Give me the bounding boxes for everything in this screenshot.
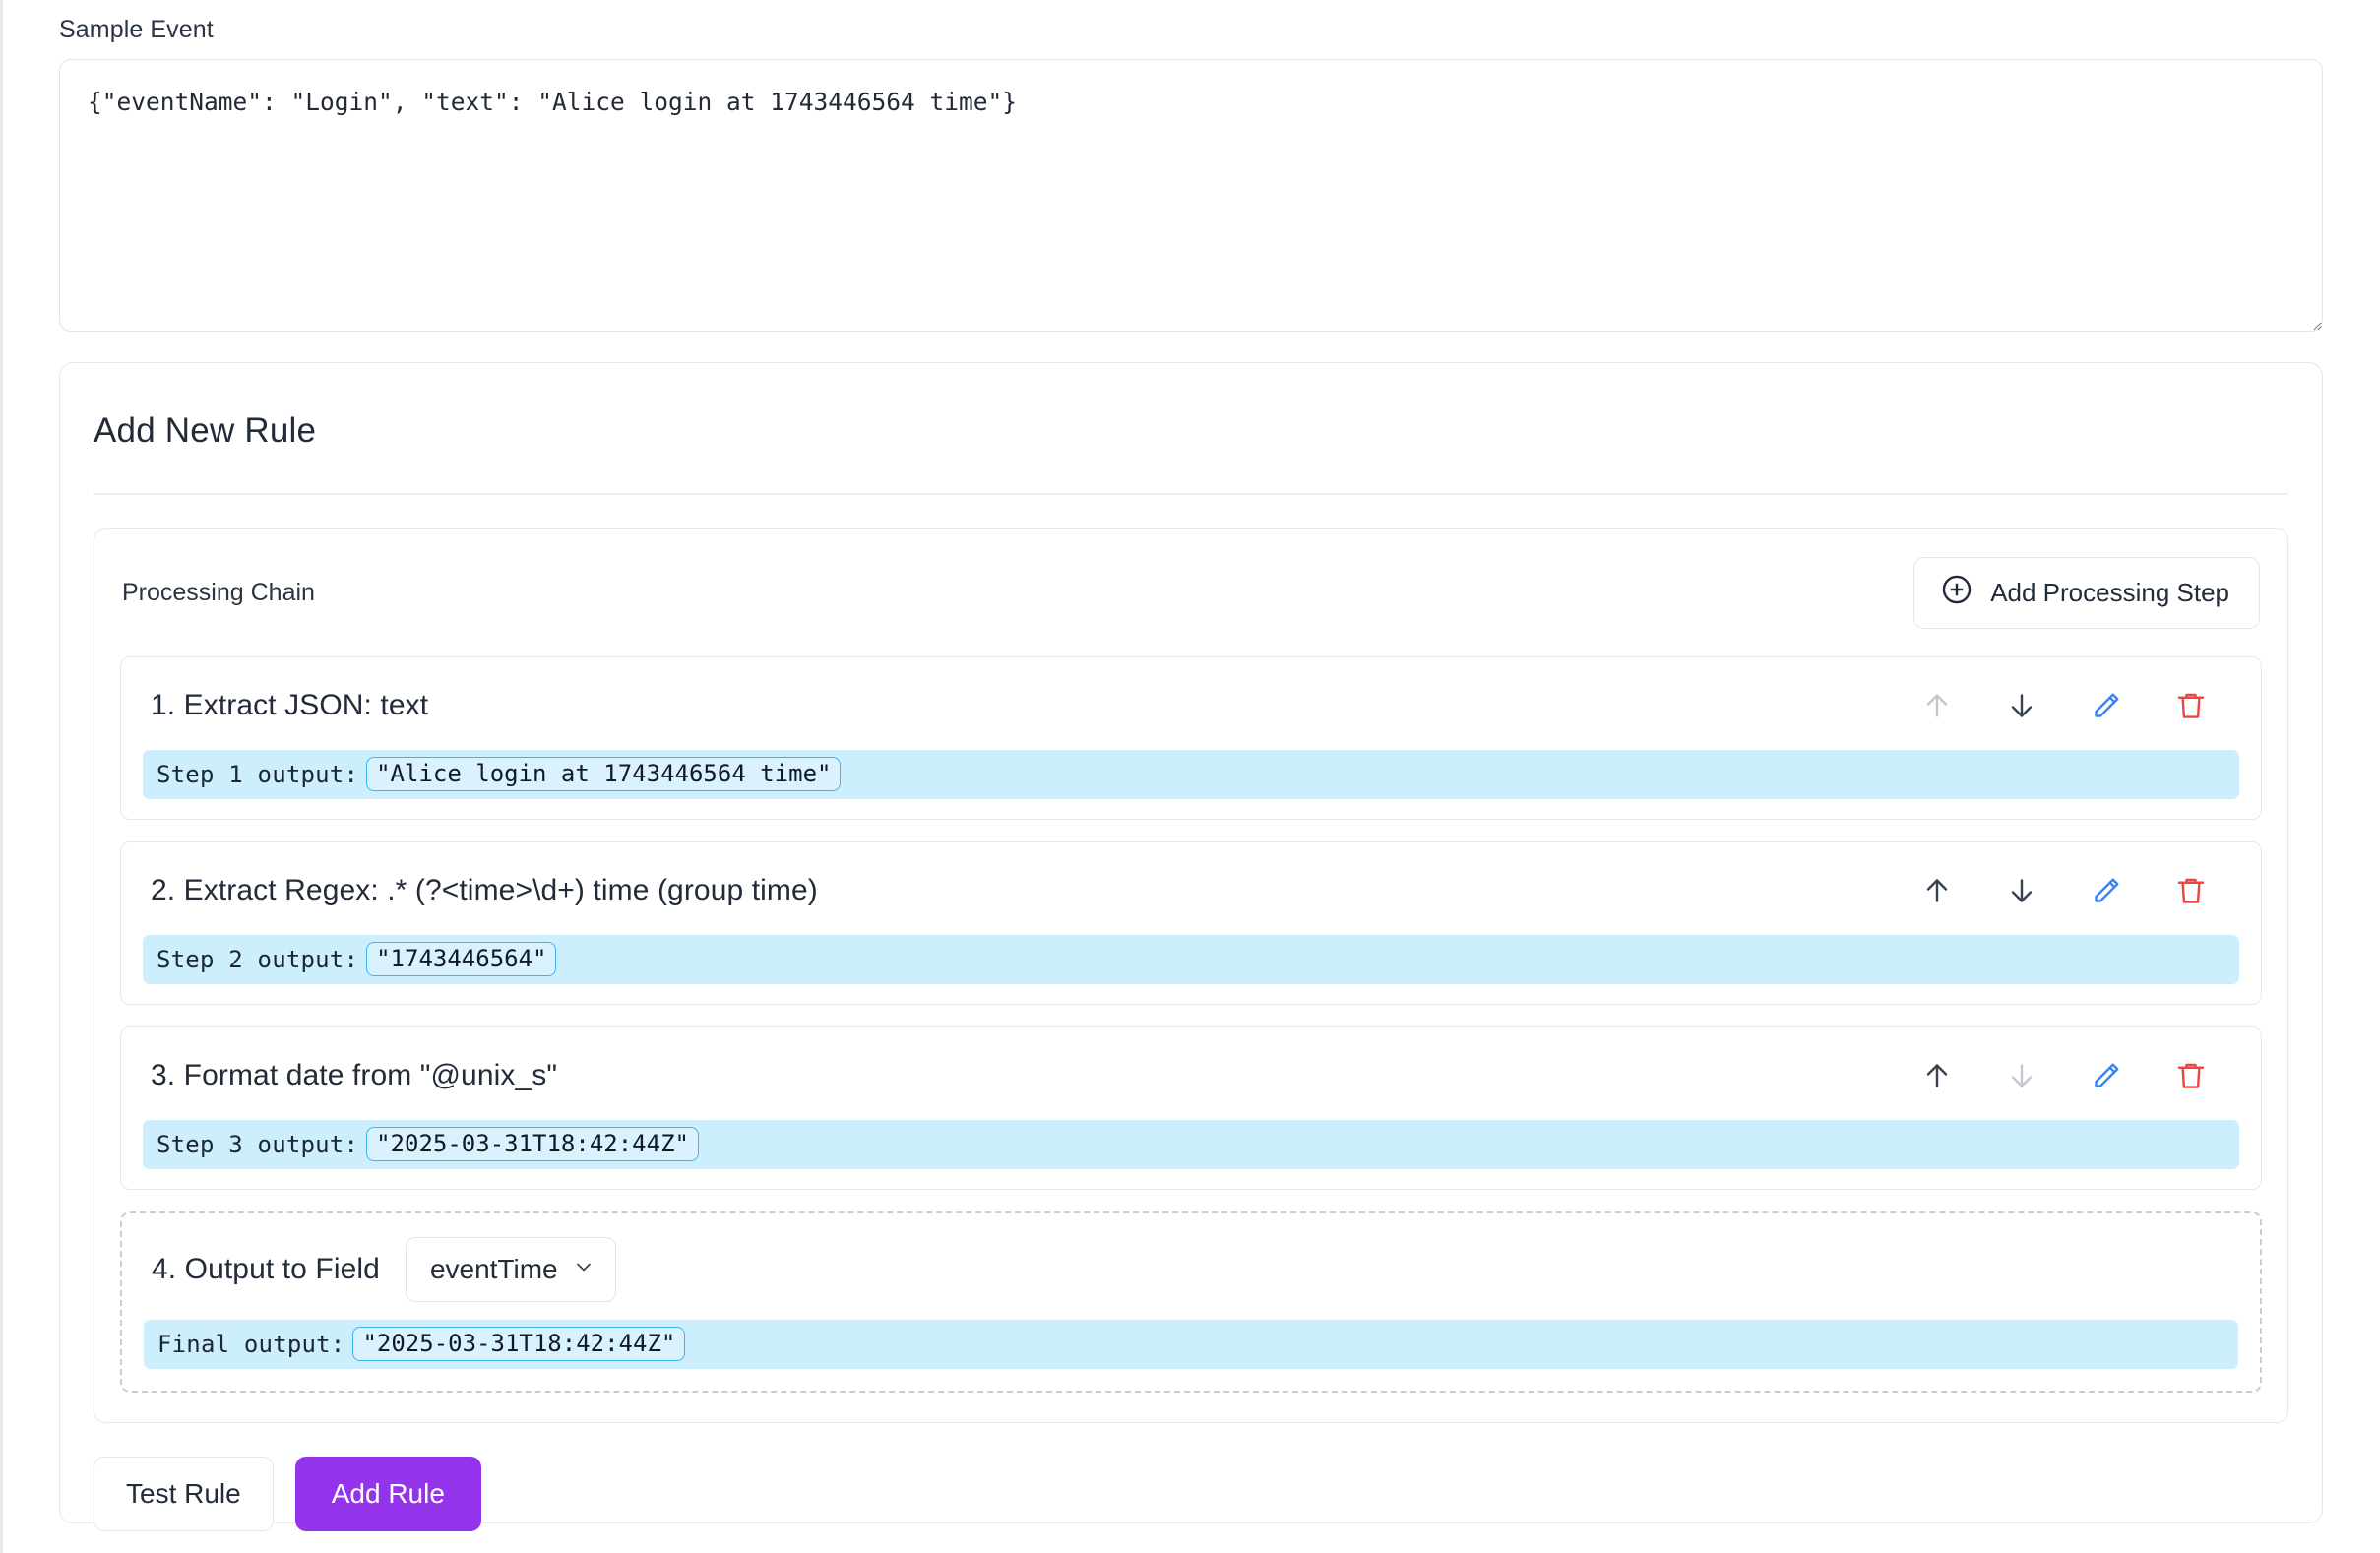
step-1-output-bar: Step 1 output: "Alice login at 174344656… <box>143 749 2239 799</box>
processing-chain-label: Processing Chain <box>122 579 315 606</box>
step-1-actions <box>1895 679 2233 732</box>
step-1-move-down-button[interactable] <box>1979 679 2064 732</box>
step-2-actions <box>1895 864 2233 917</box>
step-3-title: 3. Format date from "@unix_s" <box>151 1058 558 1091</box>
add-new-rule-title: Add New Rule <box>94 411 317 450</box>
test-rule-button[interactable]: Test Rule <box>94 1456 274 1531</box>
output-to-field-step: 4. Output to Field eventTime Final out <box>120 1211 2262 1393</box>
step-1-output-label: Step 1 output: <box>157 760 359 788</box>
processing-step-1: 1. Extract JSON: text <box>120 655 2262 820</box>
add-processing-step-button[interactable]: Add Processing Step <box>1913 556 2260 629</box>
step-2-move-down-button[interactable] <box>1979 864 2064 917</box>
sample-event-label: Sample Event <box>59 16 214 43</box>
step-1-output-value: "Alice login at 1743446564 time" <box>366 757 842 791</box>
step-3-edit-button[interactable] <box>2064 1049 2149 1102</box>
add-new-rule-card: Add New Rule Processing Chain Add Proces… <box>59 362 2323 1531</box>
step-3-output-value: "2025-03-31T18:42:44Z" <box>366 1127 699 1161</box>
add-processing-step-label: Add Processing Step <box>1990 578 2229 607</box>
step-3-output-bar: Step 3 output: "2025-03-31T18:42:44Z" <box>143 1119 2239 1169</box>
output-step-left: 4. Output to Field eventTime <box>152 1236 616 1302</box>
processing-step-3: 3. Format date from "@unix_s" <box>120 1025 2262 1190</box>
output-field-value: eventTime <box>429 1253 558 1284</box>
final-output-value: "2025-03-31T18:42:44Z" <box>352 1327 686 1361</box>
step-1-delete-button[interactable] <box>2149 679 2233 732</box>
card-divider <box>94 493 2288 495</box>
processing-step-2: 2. Extract Regex: .* (?<time>\d+) time (… <box>120 840 2262 1005</box>
step-2-output-label: Step 2 output: <box>157 945 359 973</box>
step-2-output-value: "1743446564" <box>366 942 557 976</box>
sample-event-input[interactable] <box>59 59 2323 332</box>
step-2-edit-button[interactable] <box>2064 864 2149 917</box>
step-1-header: 1. Extract JSON: text <box>143 679 2239 732</box>
step-1-title: 1. Extract JSON: text <box>151 688 429 721</box>
step-3-output-label: Step 3 output: <box>157 1130 359 1158</box>
step-3-actions <box>1895 1049 2233 1102</box>
step-3-header: 3. Format date from "@unix_s" <box>143 1049 2239 1102</box>
step-3-move-down-button[interactable] <box>1979 1049 2064 1102</box>
final-output-label: Final output: <box>157 1330 345 1358</box>
plus-circle-icon <box>1940 573 1973 613</box>
chevron-down-icon <box>572 1253 595 1286</box>
step-1-edit-button[interactable] <box>2064 679 2149 732</box>
step-3-move-up-button[interactable] <box>1895 1049 1979 1102</box>
step-2-header: 2. Extract Regex: .* (?<time>\d+) time (… <box>143 864 2239 917</box>
processing-chain-panel: Processing Chain Add Processing Step 1 <box>94 528 2288 1423</box>
final-output-bar: Final output: "2025-03-31T18:42:44Z" <box>144 1319 2238 1369</box>
step-3-delete-button[interactable] <box>2149 1049 2233 1102</box>
step-1-move-up-button[interactable] <box>1895 679 1979 732</box>
processing-chain-header: Processing Chain Add Processing Step <box>120 556 2262 629</box>
step-2-delete-button[interactable] <box>2149 864 2233 917</box>
sample-event-section: Sample Event <box>59 14 2323 332</box>
output-step-header: 4. Output to Field eventTime <box>144 1236 2238 1302</box>
step-2-move-up-button[interactable] <box>1895 864 1979 917</box>
output-step-title: 4. Output to Field <box>152 1252 380 1285</box>
output-field-select[interactable]: eventTime <box>405 1236 616 1302</box>
step-2-title: 2. Extract Regex: .* (?<time>\d+) time (… <box>151 873 818 906</box>
rule-footer-actions: Test Rule Add Rule <box>94 1456 2322 1531</box>
step-2-output-bar: Step 2 output: "1743446564" <box>143 934 2239 984</box>
add-rule-button[interactable]: Add Rule <box>294 1456 481 1531</box>
